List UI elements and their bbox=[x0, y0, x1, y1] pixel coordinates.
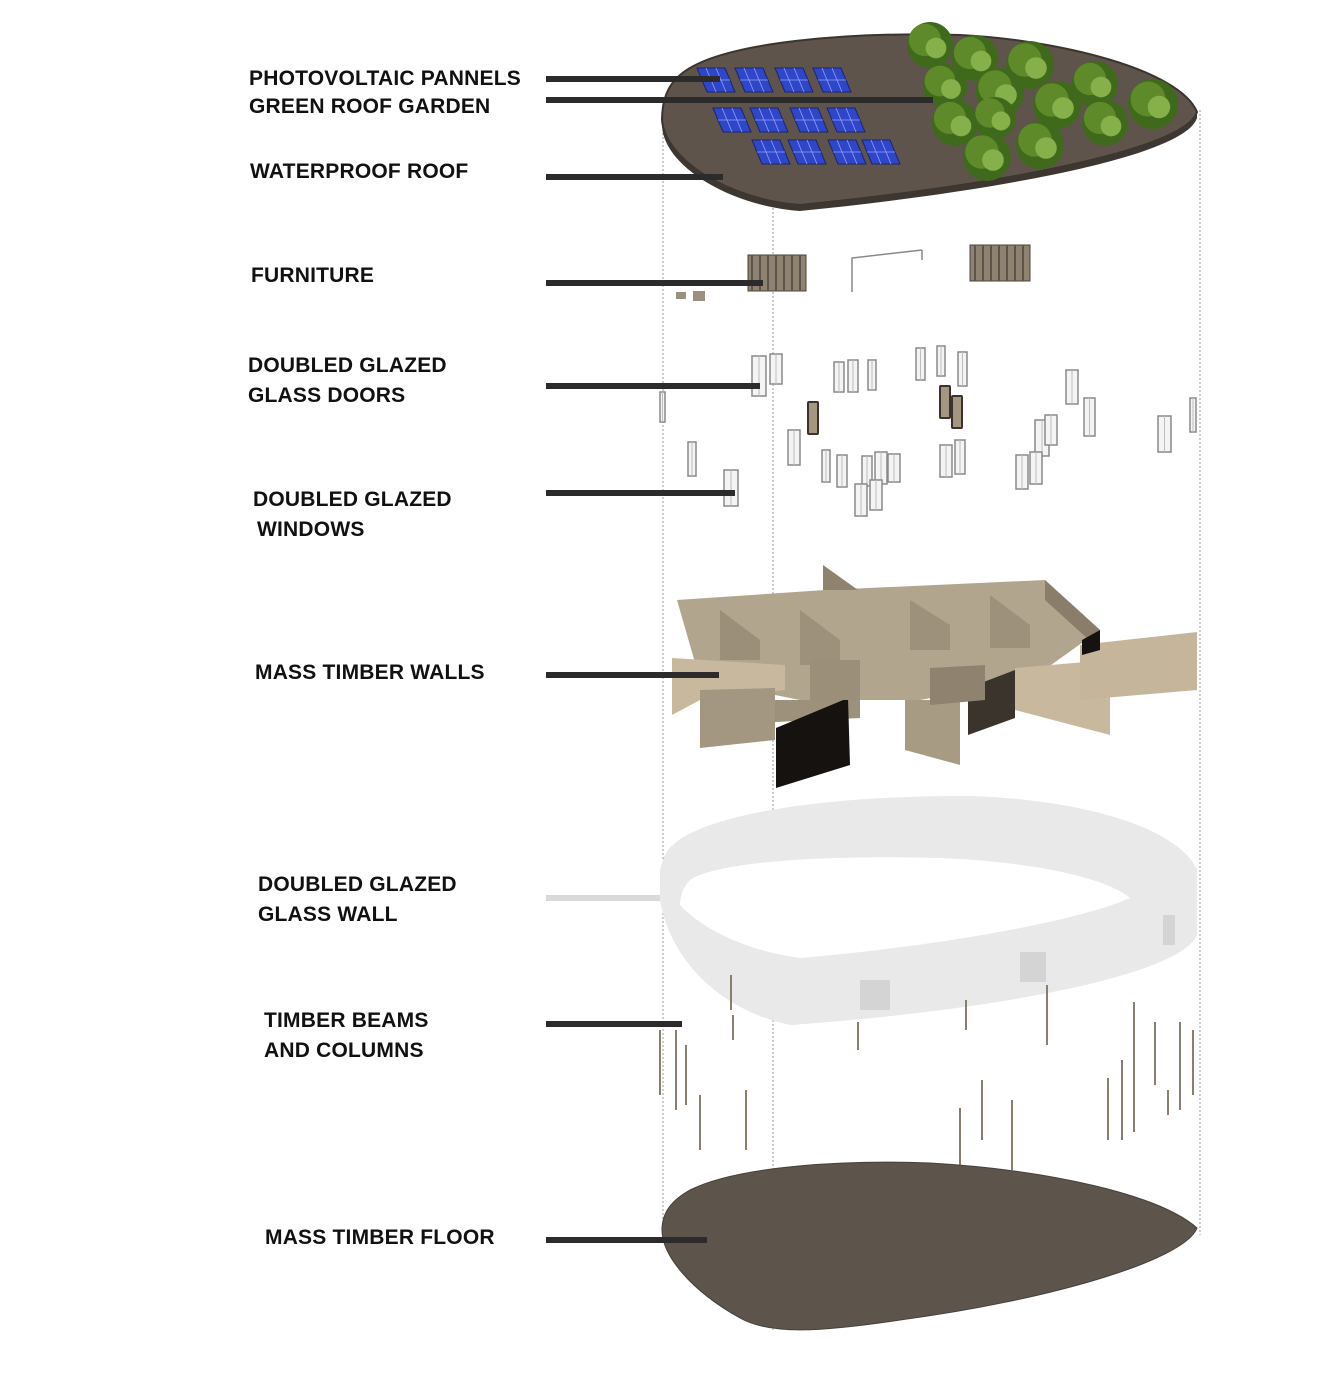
label-windows: DOUBLED GLAZED WINDOWS bbox=[253, 485, 452, 545]
glass-doors-group bbox=[660, 346, 1196, 516]
glass-door bbox=[822, 450, 830, 482]
floor-slab bbox=[662, 1162, 1197, 1330]
glass-door bbox=[788, 430, 800, 465]
glass-door bbox=[955, 440, 965, 474]
glass-door bbox=[1190, 398, 1196, 432]
label-glass-doors-line2: GLASS DOORS bbox=[248, 381, 447, 411]
glass-door bbox=[1084, 398, 1095, 436]
label-windows-line2: WINDOWS bbox=[253, 515, 452, 545]
glass-wall-layer bbox=[660, 796, 1197, 1025]
tree bbox=[1082, 100, 1128, 146]
mass-timber-walls-layer bbox=[672, 565, 1197, 788]
wall-left-low bbox=[700, 688, 775, 748]
wardrobe-right bbox=[970, 245, 1030, 281]
label-mass-timber-walls: MASS TIMBER WALLS bbox=[255, 658, 485, 688]
glass-door bbox=[688, 442, 696, 476]
furniture-layer bbox=[676, 245, 1030, 301]
glass-window bbox=[940, 386, 950, 418]
label-beams-columns: TIMBER BEAMS AND COLUMNS bbox=[264, 1006, 429, 1066]
tree bbox=[1016, 121, 1064, 169]
glass-door bbox=[958, 352, 967, 386]
label-glass-wall: DOUBLED GLAZED GLASS WALL bbox=[258, 870, 457, 930]
glass-door bbox=[724, 470, 738, 506]
glass-windows-group bbox=[808, 386, 962, 434]
label-furniture: FURNITURE bbox=[251, 261, 374, 291]
glass-door bbox=[1016, 455, 1028, 489]
mass-timber-floor-layer bbox=[662, 1162, 1197, 1330]
tree bbox=[907, 22, 953, 68]
glass-door bbox=[1066, 370, 1078, 404]
glass-door bbox=[875, 452, 887, 484]
glass-door bbox=[937, 346, 945, 376]
glass-door bbox=[848, 360, 858, 392]
chairs bbox=[676, 291, 705, 301]
glass-door bbox=[940, 445, 952, 477]
label-photovoltaic-panels: PHOTOVOLTAIC PANNELS bbox=[249, 64, 521, 94]
label-windows-line1: DOUBLED GLAZED bbox=[253, 485, 452, 515]
glass-door bbox=[1030, 452, 1042, 484]
glass-door bbox=[1158, 416, 1171, 452]
label-beams-columns-line1: TIMBER BEAMS bbox=[264, 1006, 429, 1036]
glass-door bbox=[855, 484, 867, 516]
glass-door bbox=[834, 362, 844, 392]
glass-door bbox=[837, 455, 847, 487]
label-glass-wall-line2: GLASS WALL bbox=[258, 900, 457, 930]
label-waterproof-roof: WATERPROOF ROOF bbox=[250, 157, 468, 187]
tree bbox=[974, 97, 1016, 139]
wall-mid-front bbox=[905, 700, 960, 765]
glass-window bbox=[808, 402, 818, 434]
table bbox=[852, 250, 922, 292]
glass-door bbox=[770, 354, 782, 384]
glass-door bbox=[916, 348, 925, 380]
glass-door bbox=[888, 454, 900, 482]
label-green-roof-garden: GREEN ROOF GARDEN bbox=[249, 92, 490, 122]
glass-window bbox=[952, 396, 962, 428]
label-beams-columns-line2: AND COLUMNS bbox=[264, 1036, 429, 1066]
label-glass-doors: DOUBLED GLAZED GLASS DOORS bbox=[248, 351, 447, 411]
glass-door bbox=[868, 360, 876, 390]
tree bbox=[1072, 61, 1118, 107]
label-mass-timber-floor: MASS TIMBER FLOOR bbox=[265, 1223, 495, 1253]
label-glass-doors-line1: DOUBLED GLAZED bbox=[248, 351, 447, 381]
tree bbox=[1128, 79, 1178, 129]
glass-door bbox=[870, 480, 882, 510]
tree bbox=[963, 133, 1011, 181]
glass-door bbox=[752, 356, 766, 396]
glass-door bbox=[1045, 415, 1057, 445]
glass-door bbox=[660, 392, 665, 422]
label-glass-wall-line1: DOUBLED GLAZED bbox=[258, 870, 457, 900]
